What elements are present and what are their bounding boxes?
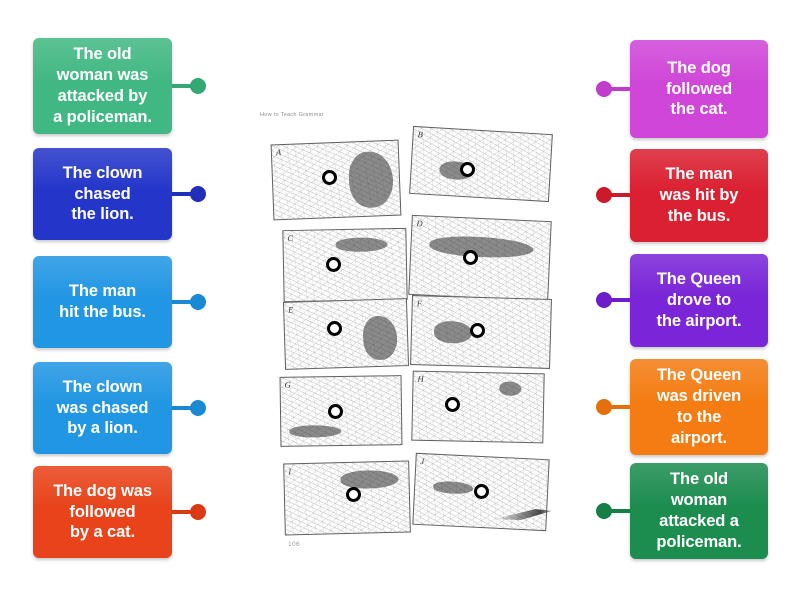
connector-left-4[interactable] — [172, 400, 206, 416]
drop-target-e[interactable] — [327, 321, 342, 336]
answer-card-right-3-label: The Queen drove to the airport. — [656, 270, 742, 330]
comic-panel-j-label: J — [420, 456, 425, 467]
answer-card-left-1-label: The old woman was attacked by a policema… — [53, 45, 152, 126]
connector-left-3[interactable] — [172, 294, 206, 310]
connector-right-1-stem — [608, 87, 630, 91]
worksheet-header-title: How to Teach Grammar — [260, 112, 324, 118]
answer-card-right-5-label: The old woman attacked a policeman. — [656, 470, 742, 551]
comic-panel-f-ink — [433, 320, 473, 344]
connector-right-5-stem — [608, 509, 630, 513]
answer-card-right-3[interactable]: The Queen drove to the airport. — [630, 254, 768, 347]
comic-panel-e: E — [282, 298, 410, 370]
drop-target-f[interactable] — [470, 323, 485, 338]
connector-right-5[interactable] — [596, 503, 630, 519]
connector-left-3-knob[interactable] — [190, 294, 206, 310]
connector-left-2[interactable] — [172, 186, 206, 202]
answer-card-left-4[interactable]: The clown was chased by a lion. — [33, 362, 172, 454]
drop-target-g[interactable] — [328, 404, 343, 419]
answer-card-right-1[interactable]: The dog followed the cat. — [630, 40, 768, 138]
answer-card-left-2-label: The clown chased the lion. — [62, 163, 143, 224]
comic-panel-b-art — [410, 126, 552, 202]
connector-right-4-stem — [608, 405, 630, 409]
answer-card-right-2[interactable]: The man was hit by the bus. — [630, 149, 768, 242]
connector-left-2-stem — [172, 192, 194, 196]
answer-card-left-1[interactable]: The old woman was attacked by a policema… — [33, 38, 172, 134]
answer-card-left-2[interactable]: The clown chased the lion. — [33, 148, 172, 240]
worksheet-page-number: 106 — [288, 541, 301, 548]
comic-panel-h-ink — [499, 381, 522, 396]
drop-target-d[interactable] — [463, 250, 478, 265]
answer-card-right-5[interactable]: The old woman attacked a policeman. — [630, 463, 768, 559]
connector-right-4-knob[interactable] — [596, 399, 612, 415]
connector-left-1[interactable] — [172, 78, 206, 94]
drop-target-c[interactable] — [326, 257, 341, 272]
comic-panel-a-label: A — [275, 147, 282, 158]
comic-panel-g-label: G — [284, 379, 291, 390]
comic-panel-d-label: D — [416, 218, 423, 229]
comic-panel-c: C — [282, 227, 408, 303]
drop-target-j[interactable] — [474, 484, 489, 499]
connector-right-5-knob[interactable] — [596, 503, 612, 519]
drop-target-h[interactable] — [445, 397, 460, 412]
connector-right-3-stem — [608, 298, 630, 302]
connector-left-1-knob[interactable] — [190, 78, 206, 94]
comic-panel-e-label: E — [288, 304, 294, 315]
comic-panel-d: D — [408, 214, 552, 302]
connector-right-4[interactable] — [596, 399, 630, 415]
answer-card-right-4-label: The Queen was driven to the airport. — [656, 366, 742, 447]
answer-card-left-5[interactable]: The dog was followed by a cat. — [33, 466, 172, 558]
comic-panel-h: H — [411, 370, 545, 444]
connector-right-3[interactable] — [596, 292, 630, 308]
comic-panel-c-label: C — [287, 232, 294, 244]
answer-card-right-2-label: The man was hit by the bus. — [659, 165, 739, 225]
scanned-worksheet-image: How to Teach Grammar A B C D — [248, 104, 570, 556]
comic-panel-d-art — [409, 215, 551, 301]
connector-left-5[interactable] — [172, 504, 206, 520]
connector-right-1-knob[interactable] — [596, 81, 612, 97]
answer-card-right-4[interactable]: The Queen was driven to the airport. — [630, 359, 768, 455]
connector-left-4-knob[interactable] — [190, 400, 206, 416]
answer-card-left-3[interactable]: The man hit the bus. — [33, 256, 172, 348]
connector-right-2-stem — [608, 193, 630, 197]
connector-left-5-knob[interactable] — [190, 504, 206, 520]
connector-right-2[interactable] — [596, 187, 630, 203]
connector-left-2-knob[interactable] — [190, 186, 206, 202]
connector-right-1[interactable] — [596, 81, 630, 97]
drop-target-b[interactable] — [460, 162, 475, 177]
answer-card-left-4-label: The clown was chased by a lion. — [56, 377, 149, 438]
comic-panel-i-label: I — [288, 466, 292, 477]
comic-panel-b-label: B — [417, 129, 424, 140]
connector-left-4-stem — [172, 406, 194, 410]
comic-panel-h-label: H — [417, 373, 424, 384]
comic-panel-f-label: F — [416, 298, 423, 309]
connector-left-3-stem — [172, 300, 194, 304]
answer-card-left-5-label: The dog was followed by a cat. — [53, 481, 152, 542]
answer-card-right-1-label: The dog followed the cat. — [665, 58, 733, 119]
drop-target-i[interactable] — [346, 487, 361, 502]
comic-panel-h-art — [412, 371, 544, 443]
scan-page-shadow — [494, 509, 552, 520]
connector-right-3-knob[interactable] — [596, 292, 612, 308]
connector-left-1-stem — [172, 84, 194, 88]
answer-card-left-3-label: The man hit the bus. — [59, 282, 146, 321]
connector-right-2-knob[interactable] — [596, 187, 612, 203]
connector-left-5-stem — [172, 510, 194, 514]
drop-target-a[interactable] — [322, 170, 337, 185]
comic-panel-b: B — [409, 125, 553, 203]
